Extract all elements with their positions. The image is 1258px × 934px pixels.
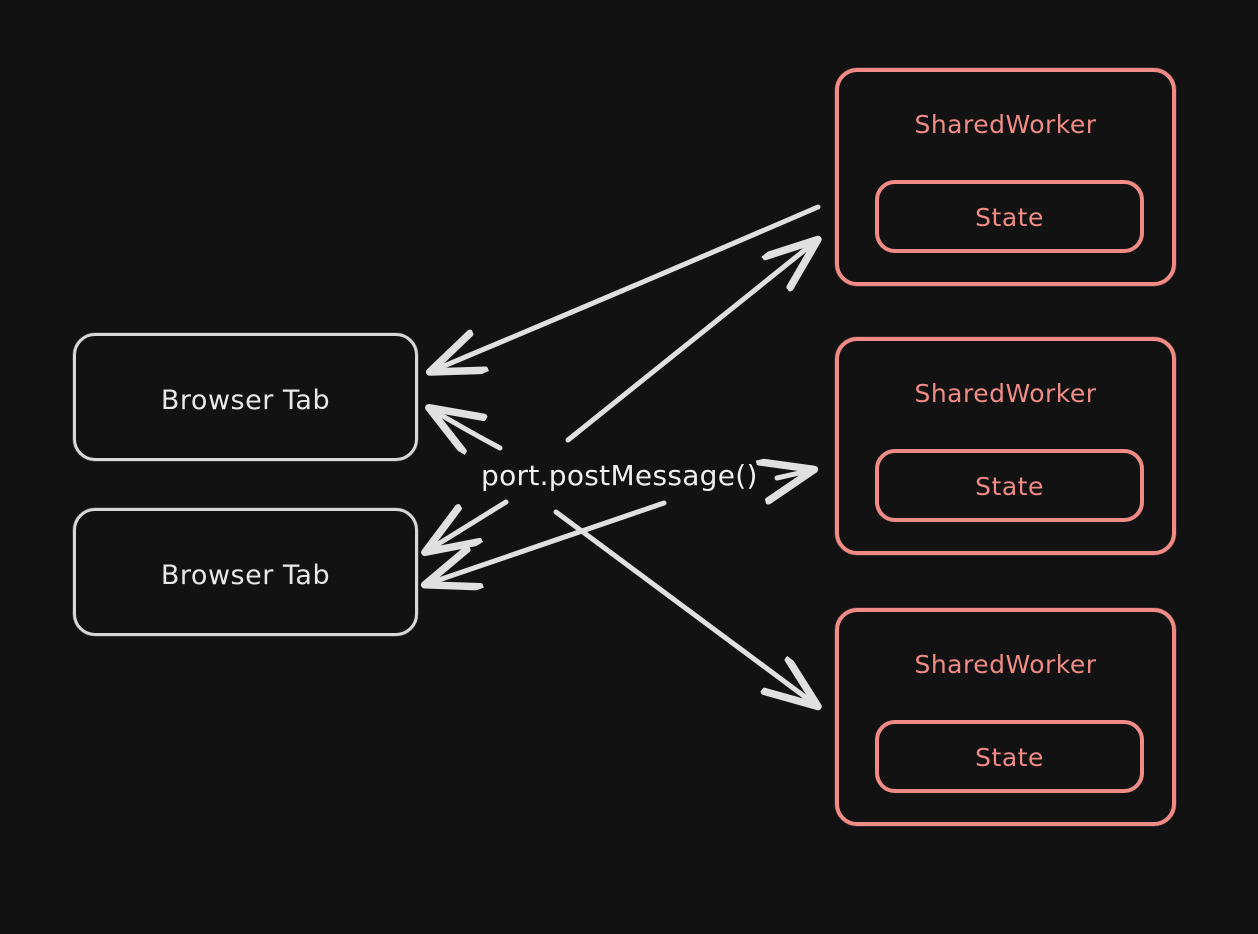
shared-worker-1[interactable]: SharedWorker State (835, 68, 1176, 286)
shared-worker-3-state[interactable]: State (875, 720, 1144, 793)
edge-label-to-worker3 (553, 509, 816, 705)
shared-worker-3[interactable]: SharedWorker State (835, 608, 1176, 826)
browser-tab-2-label: Browser Tab (160, 560, 331, 591)
shared-worker-2[interactable]: SharedWorker State (835, 337, 1176, 555)
browser-tab-1[interactable]: Browser Tab (73, 333, 418, 461)
shared-worker-1-state[interactable]: State (875, 180, 1144, 253)
shared-worker-1-state-label: State (975, 203, 1044, 232)
port-post-message-label: port.postMessage() (481, 459, 758, 492)
edge-label-to-tab2 (427, 499, 509, 551)
shared-worker-2-state-label: State (975, 472, 1044, 501)
shared-worker-2-title: SharedWorker (914, 379, 1097, 408)
edge-label-to-tab1 (431, 409, 503, 448)
browser-tab-1-label: Browser Tab (160, 385, 331, 416)
edge-label-to-worker2 (777, 470, 812, 478)
shared-worker-1-title: SharedWorker (914, 110, 1097, 139)
browser-tab-2[interactable]: Browser Tab (73, 508, 418, 636)
edge-worker1-to-tab1 (432, 204, 821, 371)
shared-worker-2-state[interactable]: State (875, 449, 1144, 522)
shared-worker-3-state-label: State (975, 743, 1044, 772)
edge-label-to-worker1 (565, 241, 816, 443)
shared-worker-3-title: SharedWorker (914, 650, 1097, 679)
edge-worker3-to-tab2 (427, 500, 667, 584)
